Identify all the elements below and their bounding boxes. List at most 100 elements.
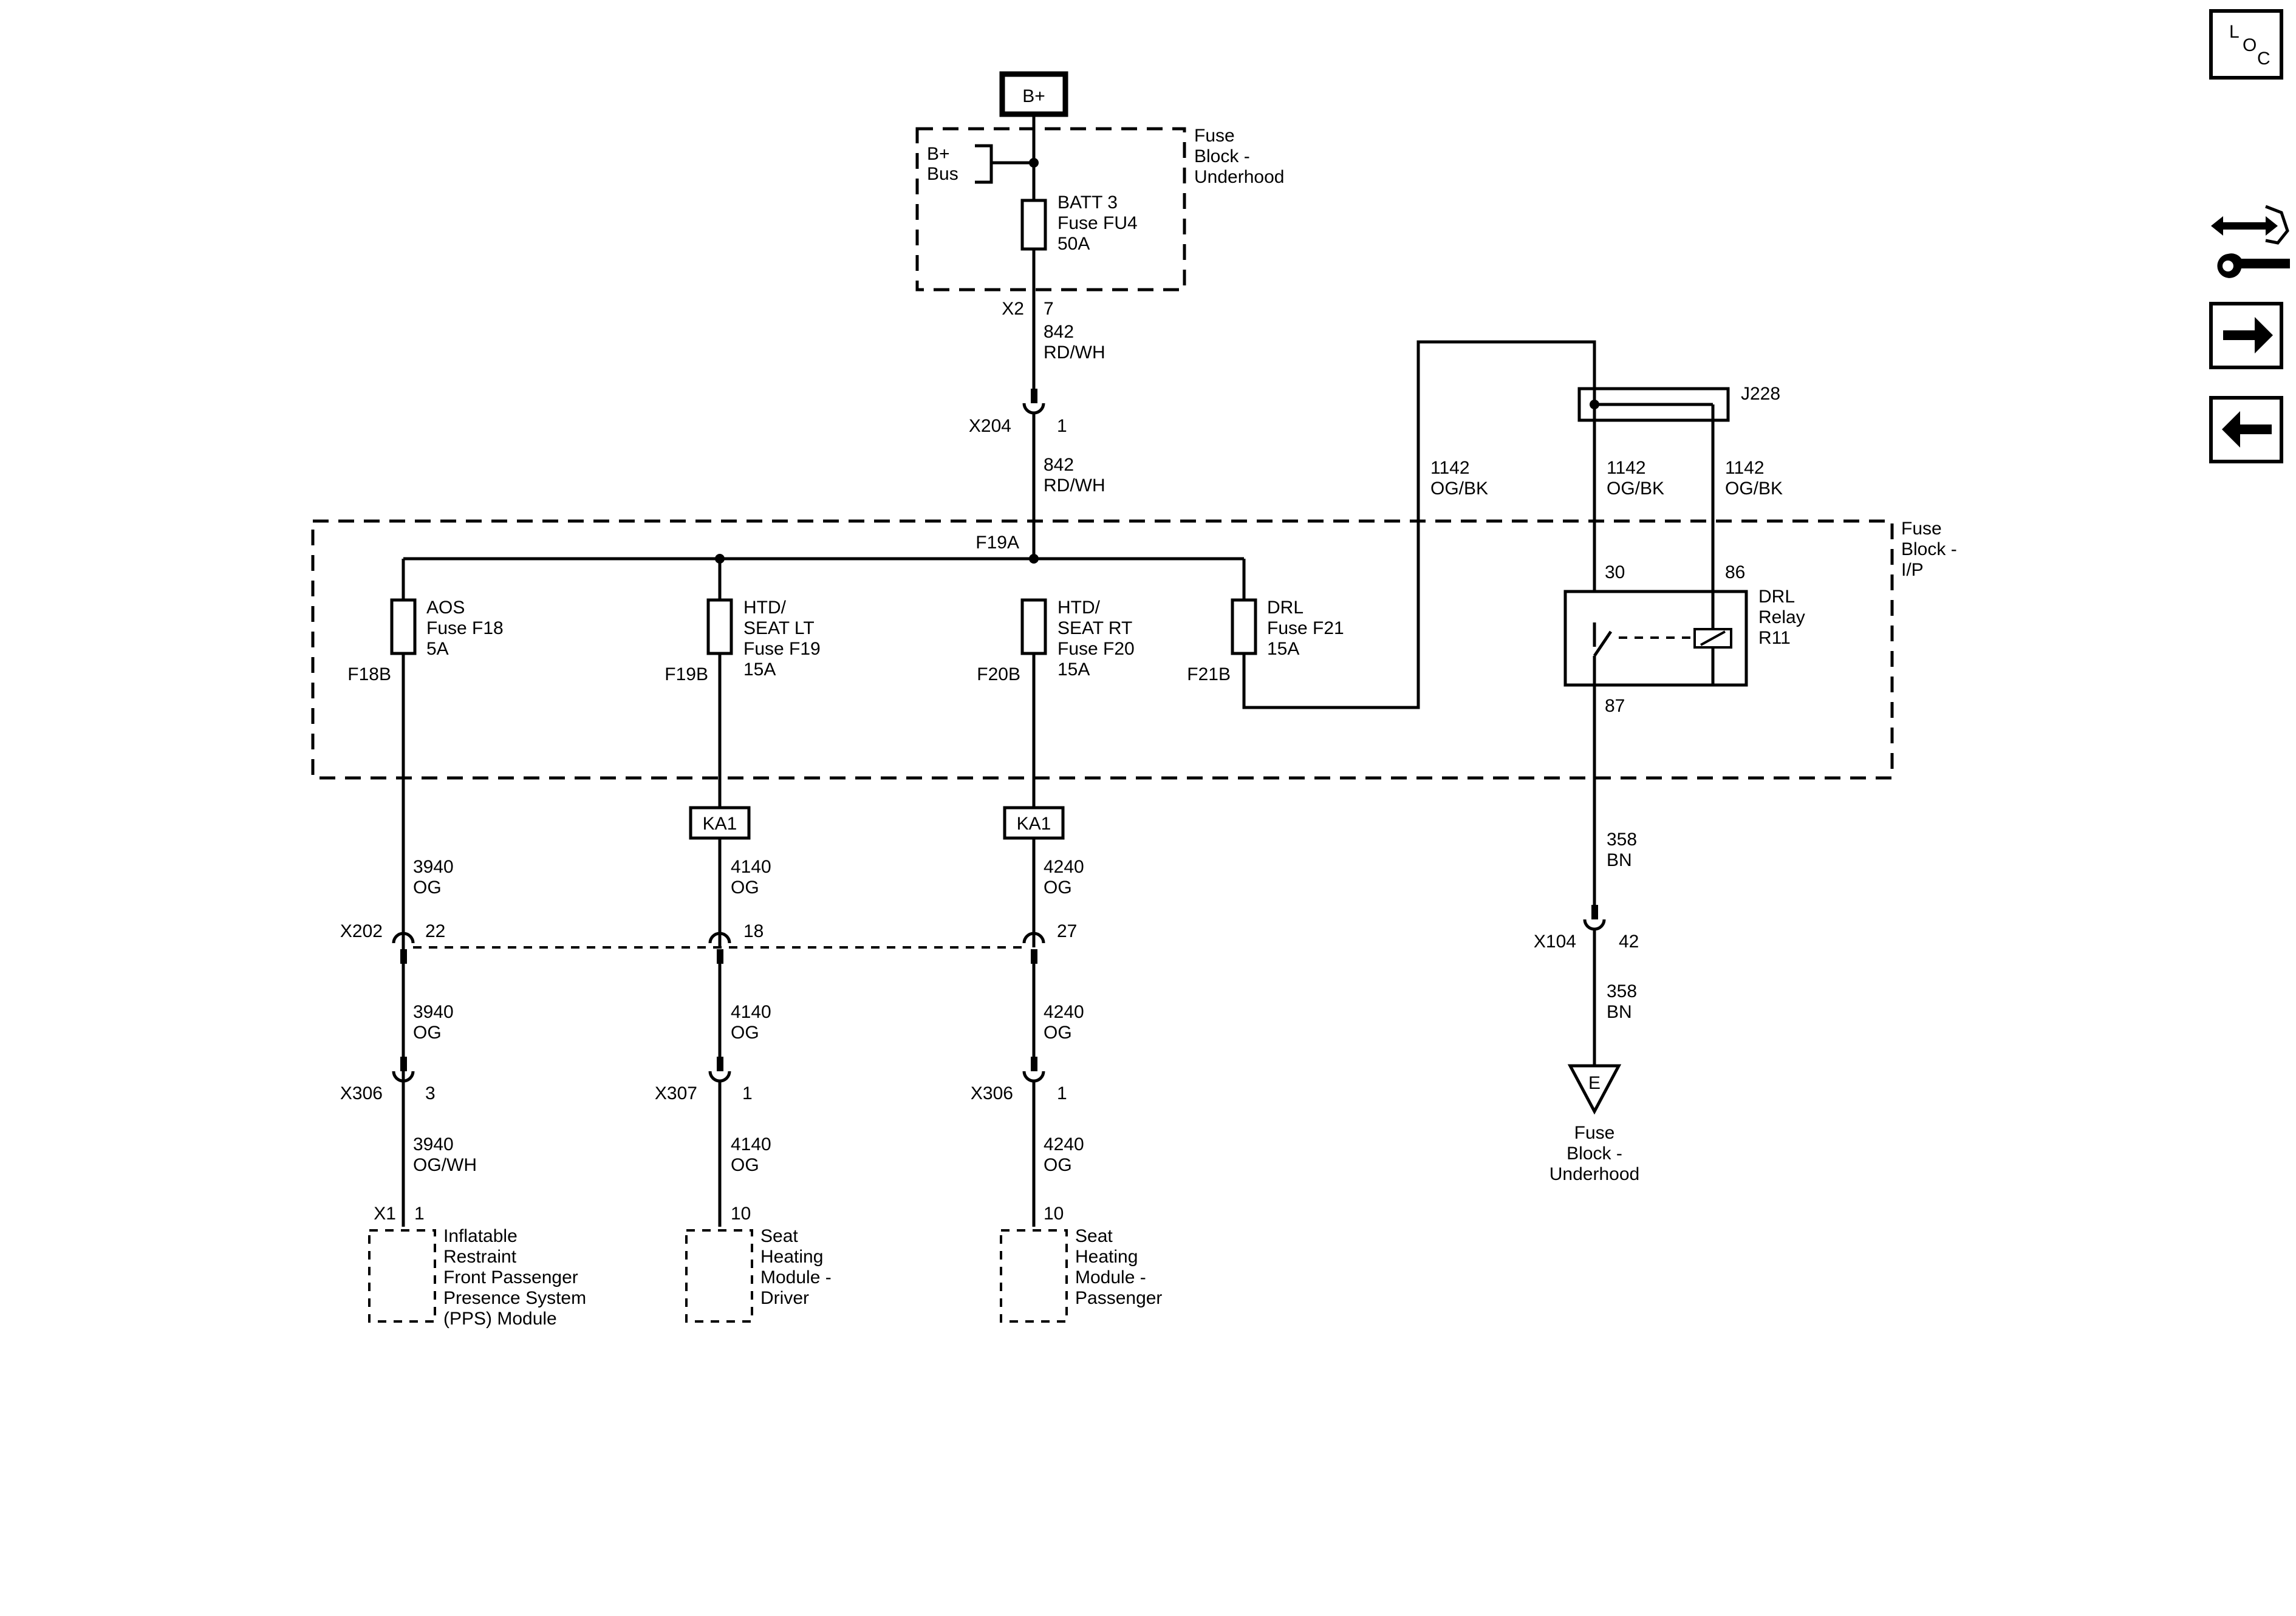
x307-connector: X307 (655, 1083, 697, 1103)
fuse-f20: HTD/ SEAT RT Fuse F20 15A F20B (977, 598, 1135, 808)
x204-connector: X204 (969, 416, 1011, 436)
wire-3940-c-color: OG/WH (413, 1155, 477, 1175)
batt-fuse-line-3: 50A (1057, 234, 1090, 254)
wire-4140-b-color: OG (731, 1023, 759, 1043)
bus-label-1: B+ (927, 144, 950, 164)
wire-1142-right-circuit: 1142 (1725, 458, 1765, 478)
connector-tool-icon[interactable] (2211, 205, 2290, 278)
wire-4240-c-color: OG (1044, 1155, 1072, 1175)
x306-b-pin: 1 (1057, 1083, 1067, 1103)
f20-terminal: F20B (977, 664, 1020, 684)
x306-b-connector: X306 (971, 1083, 1013, 1103)
battery-source-label: B+ (1022, 86, 1045, 106)
arrow-right-button[interactable] (2209, 302, 2283, 369)
loc-letter-o: O (2243, 35, 2257, 55)
wire-1142-mid-circuit: 1142 (1607, 458, 1646, 478)
module-seat-passenger: 10 Seat Heating Module - Passenger (1000, 1204, 1162, 1323)
passenger-line-3: Module - (1075, 1267, 1146, 1287)
f18-line-3: 5A (426, 639, 449, 659)
f21-terminal: F21B (1187, 664, 1231, 684)
connector-x307: X307 1 (655, 1057, 753, 1227)
f18-line-1: AOS (426, 598, 465, 618)
wire-358-b-color: BN (1607, 1002, 1632, 1022)
x2-connector: X2 (1002, 299, 1024, 319)
pps-pin: 1 (414, 1204, 425, 1224)
x202-pin-18: 18 (743, 921, 764, 941)
arrow-left-icon (2222, 411, 2272, 448)
module-pps: X1 1 Inflatable Restraint Front Passenge… (368, 1204, 586, 1329)
wire-358-a-circuit: 358 (1607, 830, 1637, 850)
wire-4240-c-circuit: 4240 (1044, 1134, 1084, 1154)
j228-label: J228 (1741, 384, 1780, 404)
ground-label-3: Underhood (1549, 1164, 1639, 1184)
f21-line-1: DRL (1267, 598, 1303, 618)
wire-358-a-color: BN (1607, 850, 1632, 870)
wire-3940-a-circuit: 3940 (413, 857, 454, 877)
module-seat-driver: 10 Seat Heating Module - Driver (685, 1204, 832, 1323)
f19-line-3: Fuse F19 (743, 639, 821, 659)
ka1-right-label: KA1 (1017, 814, 1051, 834)
pps-line-4: Presence System (443, 1288, 586, 1308)
passenger-line-4: Passenger (1075, 1288, 1162, 1308)
ka1-left: KA1 (689, 806, 751, 947)
passenger-line-2: Heating (1075, 1247, 1138, 1267)
batt-fuse-line-2: Fuse FU4 (1057, 213, 1138, 233)
fbu-title-1: Fuse (1194, 126, 1235, 146)
ground-label-2: Block - (1567, 1144, 1622, 1164)
x202-pin-27: 27 (1057, 921, 1077, 941)
wire-4240-b-circuit: 4240 (1044, 1002, 1084, 1022)
connector-x306-a: X306 3 (340, 1057, 436, 1227)
driver-line-2: Heating (760, 1247, 823, 1267)
fbip-title-3: I/P (1901, 560, 1924, 580)
ka1-left-label: KA1 (703, 814, 737, 834)
f21-line-2: Fuse F21 (1267, 618, 1344, 638)
x202-pin-22: 22 (425, 921, 445, 941)
wire-358-b-circuit: 358 (1607, 981, 1637, 1001)
x307-pin: 1 (742, 1083, 753, 1103)
batt-fuse-line-1: BATT 3 (1057, 193, 1118, 213)
f19-line-4: 15A (743, 660, 776, 680)
relay-pin-30: 30 (1605, 562, 1625, 582)
x306-a-connector: X306 (340, 1083, 383, 1103)
f18-line-2: Fuse F18 (426, 618, 504, 638)
f21-line-3: 15A (1267, 639, 1299, 659)
arrow-left-button[interactable] (2209, 396, 2283, 463)
driver-line-3: Module - (760, 1267, 832, 1287)
driver-pin: 10 (731, 1204, 751, 1224)
fuse-block-ip: Fuse Block - I/P F19A AOS Fuse F18 5A F1… (311, 340, 1957, 1130)
splice-j228: J228 (1577, 384, 1780, 592)
wire-842-b-color: RD/WH (1044, 476, 1105, 496)
x2-pin: 7 (1044, 299, 1054, 319)
fbip-title-2: Block - (1901, 539, 1957, 559)
fuse-f18: AOS Fuse F18 5A F18B (347, 559, 504, 1130)
passenger-pin: 10 (1044, 1204, 1064, 1224)
bus-label-2: Bus (927, 164, 958, 184)
connector-x204: X204 1 (969, 389, 1067, 559)
wire-4140-a-color: OG (731, 878, 759, 898)
wire-4140-c-color: OG (731, 1155, 759, 1175)
driver-line-1: Seat (760, 1226, 798, 1246)
f19-line-2: SEAT LT (743, 618, 815, 638)
x204-pin: 1 (1057, 416, 1067, 436)
wire-4140-b-circuit: 4140 (731, 1002, 771, 1022)
pps-line-5: (PPS) Module (443, 1309, 557, 1329)
ground-symbol: E (1588, 1073, 1601, 1093)
x306-a-pin: 3 (425, 1083, 436, 1103)
ka1-right: KA1 (1003, 806, 1065, 947)
loc-letter-l: L (2229, 22, 2240, 42)
wire-3940-b-circuit: 3940 (413, 1002, 454, 1022)
fbu-title-2: Block - (1194, 146, 1250, 166)
x104-pin: 42 (1619, 932, 1639, 952)
wire-1142-mid-color: OG/BK (1607, 479, 1664, 499)
relay-output-circuit: 358 BN X104 42 358 BN (1534, 685, 1639, 1066)
wire-3940-a-color: OG (413, 878, 442, 898)
pps-line-2: Restraint (443, 1247, 517, 1267)
loc-button[interactable]: L O C (2209, 9, 2283, 80)
drl-relay: 30 86 87 DRL Relay R11 (1563, 562, 1805, 716)
relay-line-1: DRL (1758, 587, 1795, 607)
pps-line-1: Inflatable (443, 1226, 518, 1246)
wire-842-a-color: RD/WH (1044, 343, 1105, 363)
pps-line-3: Front Passenger (443, 1267, 578, 1287)
wire-4140-a-circuit: 4140 (731, 857, 771, 877)
